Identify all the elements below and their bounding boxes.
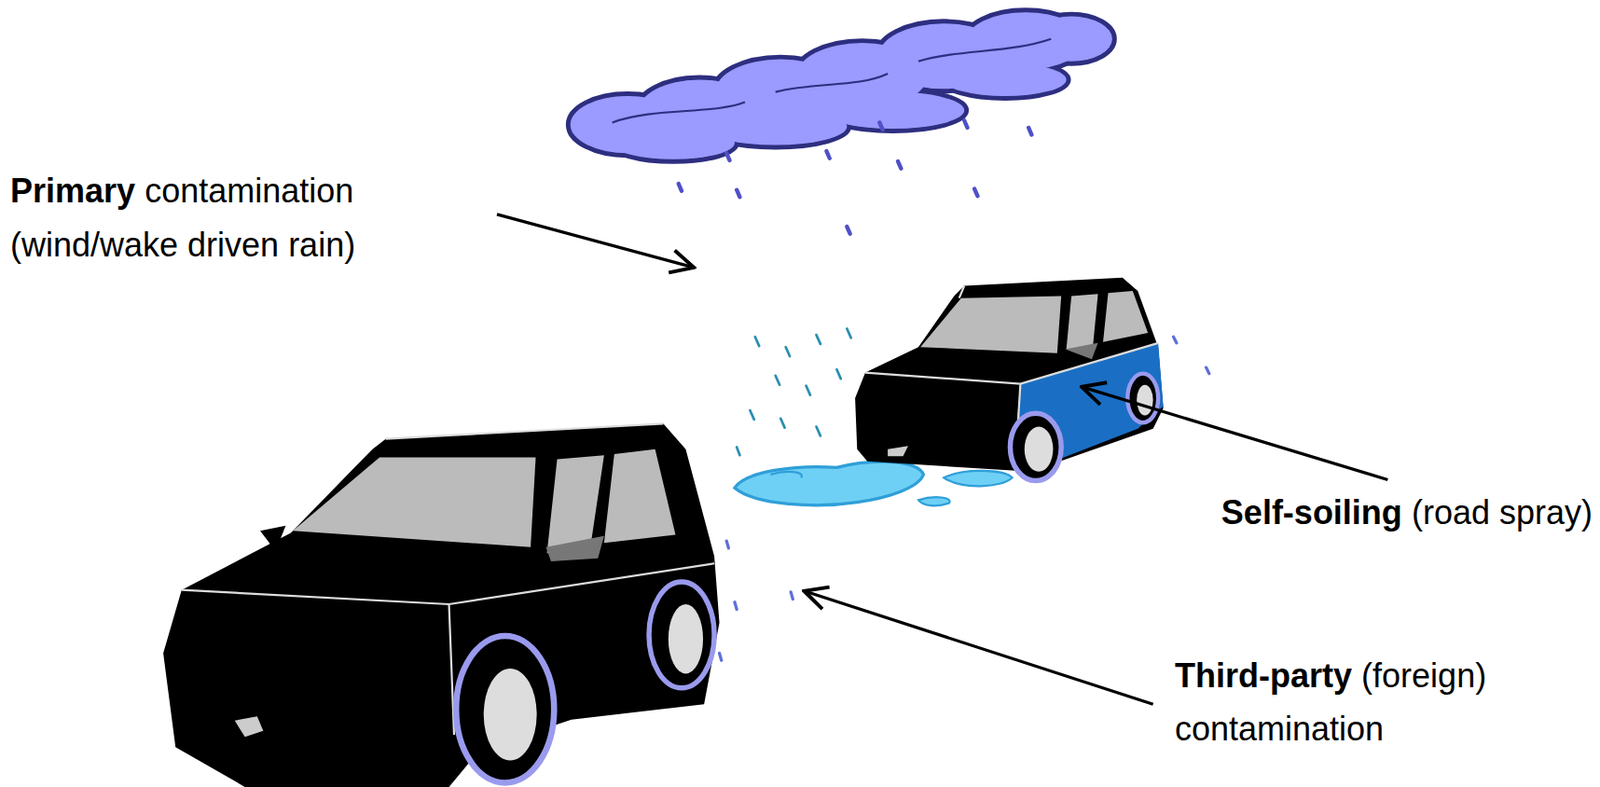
leader-arrow bbox=[496, 214, 694, 268]
car-side-window bbox=[547, 449, 676, 554]
car-side-window bbox=[1066, 290, 1149, 349]
car-windshield bbox=[292, 456, 536, 547]
rear-car bbox=[855, 277, 1164, 482]
cloud-detail bbox=[612, 39, 1052, 124]
car-body bbox=[163, 423, 719, 787]
cloud-puff bbox=[943, 63, 1066, 97]
car-windshield bbox=[920, 295, 1062, 353]
callout-text: contamination bbox=[1174, 708, 1384, 750]
car-mirror-left bbox=[260, 525, 286, 552]
callout-heading: Primary bbox=[10, 170, 136, 212]
cloud-puff bbox=[821, 92, 965, 129]
car-hub bbox=[1136, 385, 1154, 416]
leader-arrow bbox=[803, 591, 1153, 704]
callout-heading: Self-soiling bbox=[1221, 492, 1403, 534]
car-edge-line bbox=[181, 423, 715, 735]
car-wheel bbox=[648, 581, 715, 689]
car-hub bbox=[1024, 427, 1054, 472]
callout-text: (road spray) bbox=[1411, 492, 1593, 534]
car-hub bbox=[668, 604, 704, 674]
car-mirror bbox=[1065, 343, 1099, 360]
car-wheel bbox=[455, 635, 554, 784]
callout-text: (foreign) bbox=[1361, 655, 1487, 697]
car-wheel bbox=[1009, 413, 1062, 481]
puddle bbox=[734, 461, 924, 505]
car-light bbox=[234, 716, 264, 737]
label-line: (wind/wake driven rain) bbox=[10, 224, 356, 266]
car-mirror bbox=[545, 536, 604, 562]
cloud-fill bbox=[570, 12, 1113, 160]
car-wheel bbox=[1127, 373, 1159, 424]
label-line: Third-party(foreign) bbox=[1174, 655, 1487, 697]
callout-text: contamination bbox=[144, 170, 354, 212]
rain-drops bbox=[678, 120, 1033, 234]
callout-heading: Third-party bbox=[1174, 655, 1352, 697]
car-light bbox=[887, 445, 909, 456]
label-line: contamination bbox=[1174, 708, 1384, 750]
puddle-splash bbox=[770, 470, 1012, 506]
car-edge-line bbox=[865, 286, 1159, 450]
car-hub bbox=[483, 668, 538, 760]
label-line: Self-soiling(road spray) bbox=[1221, 492, 1593, 534]
front-car bbox=[163, 423, 719, 787]
callout-text: (wind/wake driven rain) bbox=[10, 224, 356, 266]
cloud-puff bbox=[1030, 16, 1113, 62]
cloud-outline bbox=[568, 10, 1115, 162]
leader-arrow bbox=[1081, 386, 1388, 481]
label-line: Primarycontamination bbox=[10, 170, 354, 212]
